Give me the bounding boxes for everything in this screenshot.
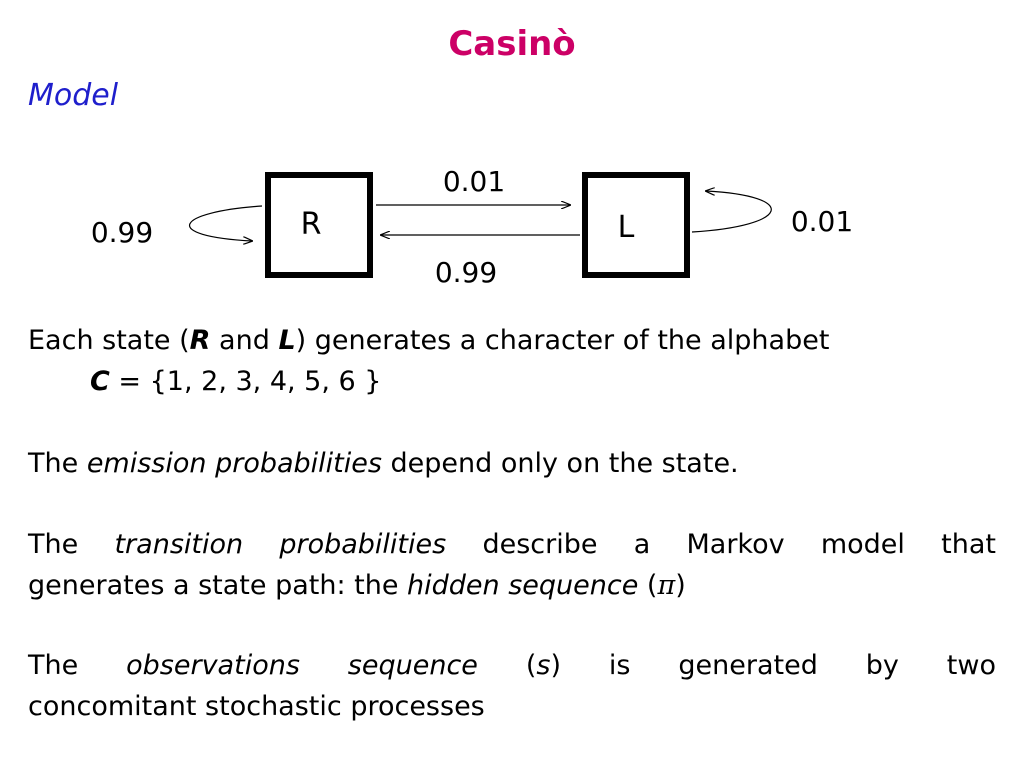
- paragraph-transition: The transition probabilities describe a …: [28, 524, 996, 606]
- hidden-sequence-term: hidden sequence: [407, 570, 639, 601]
- text-fragment: generates a state path: the: [28, 570, 408, 601]
- state-r-label: R: [301, 207, 322, 242]
- paragraph-states-line-1: Each state (R and L) generates a charact…: [28, 320, 996, 361]
- text-fragment: Each state (: [28, 325, 190, 356]
- paragraph-states: Each state (R and L) generates a charact…: [28, 320, 996, 402]
- paragraph-states-line-2: C = {1, 2, 3, 4, 5, 6 }: [28, 361, 996, 402]
- alphabet-set: = {1, 2, 3, 4, 5, 6 }: [109, 366, 382, 397]
- state-l-label: L: [618, 210, 635, 245]
- paragraph-observations: The observations sequence (s) is generat…: [28, 645, 996, 727]
- paragraph-observations-line-1: The observations sequence (s) is generat…: [28, 645, 996, 686]
- text-fragment: The: [28, 650, 127, 681]
- paragraph-observations-line-2: concomitant stochastic processes: [28, 691, 485, 722]
- text-fragment: (: [477, 650, 537, 681]
- text-fragment: ) is generated by two: [550, 650, 996, 681]
- state-diagram: R L 0.01 0.99 0.99 0.01: [91, 165, 853, 289]
- paragraph-emission: The emission probabilities depend only o…: [28, 443, 996, 484]
- text-fragment: ): [675, 570, 686, 601]
- state-r-box: [265, 172, 373, 278]
- text-fragment: describe a Markov model that: [446, 529, 996, 560]
- sequence-symbol: s: [536, 650, 551, 681]
- state-l-box: [582, 172, 690, 278]
- transition-term: transition probabilities: [114, 529, 447, 560]
- text-fragment: The: [28, 448, 87, 479]
- observations-term: observations sequence: [126, 650, 478, 681]
- transition-r-self-loop: [188, 205, 263, 241]
- state-l-ref: L: [278, 325, 296, 356]
- transition-l-to-r-label: 0.99: [435, 256, 497, 289]
- state-r-ref: R: [189, 325, 211, 356]
- transition-r-to-l-label: 0.01: [443, 165, 505, 198]
- transition-l-self-loop: [691, 191, 772, 233]
- paragraph-transition-line-2: generates a state path: the hidden seque…: [28, 565, 996, 606]
- section-label: Model: [28, 78, 119, 113]
- alphabet-symbol: C: [90, 366, 110, 397]
- text-fragment: ) generates a character of the alphabet: [295, 325, 830, 356]
- slide-title: Casinò: [448, 24, 576, 64]
- paragraph-transition-line-1: The transition probabilities describe a …: [28, 524, 996, 565]
- transition-l-self-label: 0.01: [791, 205, 853, 238]
- text-fragment: depend only on the state.: [381, 448, 739, 479]
- transition-r-self-label: 0.99: [91, 216, 153, 249]
- text-fragment: The: [28, 529, 115, 560]
- text-fragment: (: [638, 570, 658, 601]
- pi-symbol: π: [657, 570, 676, 601]
- text-fragment: and: [210, 325, 279, 356]
- emission-term: emission probabilities: [86, 448, 382, 479]
